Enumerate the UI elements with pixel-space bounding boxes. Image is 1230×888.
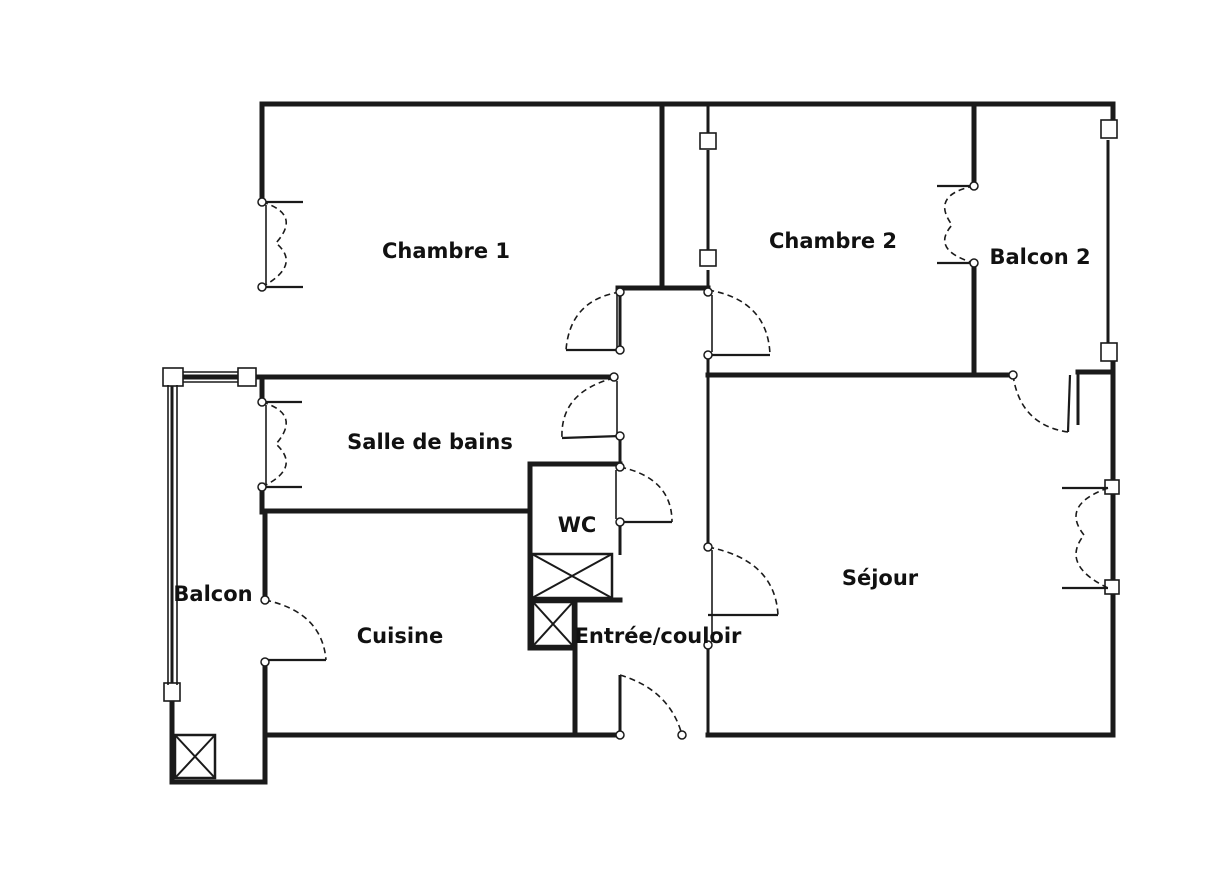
label-cuisine: Cuisine (357, 624, 443, 648)
doors (257, 181, 1109, 740)
shafts (173, 552, 614, 780)
label-wc: WC (558, 513, 597, 537)
label-salle-de-bains: Salle de bains (347, 430, 513, 454)
exterior-walls (169, 101, 1116, 785)
label-sejour: Séjour (842, 566, 919, 590)
label-chambre-1: Chambre 1 (382, 239, 510, 263)
label-balcon-2: Balcon 2 (989, 245, 1090, 269)
interior-walls (169, 101, 1116, 738)
windows (162, 119, 1120, 702)
label-balcon: Balcon (173, 582, 252, 606)
label-chambre-2: Chambre 2 (769, 229, 897, 253)
room-labels: Chambre 1 Chambre 2 Balcon 2 Salle de ba… (173, 229, 1090, 648)
label-entree-couloir: Entrée/couloir (575, 624, 742, 648)
